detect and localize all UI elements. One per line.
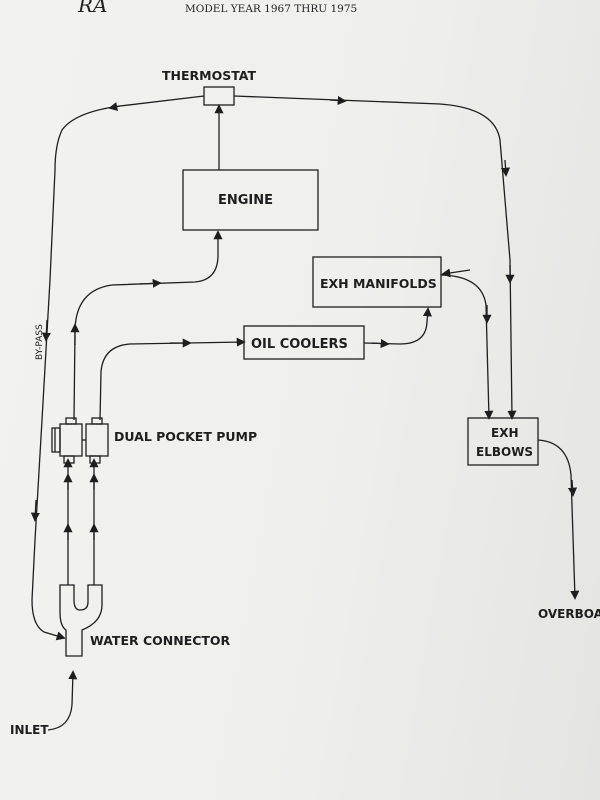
bypass-label: BY-PASS bbox=[35, 324, 45, 360]
exh-manifolds-label: EXH MANIFOLDS bbox=[320, 276, 437, 291]
exh-elbows-label-line1: EXH bbox=[491, 426, 519, 440]
water-connector-label: WATER CONNECTOR bbox=[90, 633, 231, 648]
manifolds-to-elbows-line bbox=[440, 274, 494, 420]
overboard-label: OVERBOA bbox=[538, 607, 600, 621]
manifold-side-inlet bbox=[441, 268, 471, 278]
dual-pocket-pump-label: DUAL POCKET PUMP bbox=[114, 429, 257, 444]
overboard-arrow-mid bbox=[567, 479, 578, 497]
pump-engine-arrow-right bbox=[139, 278, 162, 288]
inlet-line bbox=[47, 670, 78, 731]
engine-box bbox=[182, 169, 319, 231]
exh-elbows-box bbox=[467, 417, 539, 466]
pump-to-oilcoolers-line bbox=[99, 337, 246, 421]
exh-manifolds-box bbox=[312, 256, 442, 308]
thermostat-right-arrow bbox=[329, 95, 347, 106]
thermostat-box bbox=[203, 86, 235, 106]
thermostat-to-elbows-line bbox=[233, 95, 517, 420]
header-subtitle: MODEL YEAR 1967 THRU 1975 bbox=[185, 3, 357, 15]
water-connector-shape bbox=[59, 584, 103, 657]
elbows-to-overboard-line bbox=[537, 439, 580, 600]
exh-elbows-label-line2: ELBOWS bbox=[476, 445, 533, 459]
bypass-arrow-mid bbox=[41, 319, 51, 342]
inlet-label: INLET bbox=[10, 723, 49, 737]
bypass-arrow-low bbox=[30, 499, 40, 522]
header-fragment: RA bbox=[77, 0, 108, 17]
engine-label: ENGINE bbox=[218, 193, 273, 208]
thermostat-label: THERMOSTAT bbox=[162, 68, 256, 83]
bypass-arrow-top bbox=[108, 102, 121, 112]
pump-to-engine-line bbox=[73, 230, 223, 421]
oil-coolers-label: OIL COOLERS bbox=[251, 337, 348, 352]
right-trunk-arrow-1 bbox=[500, 159, 511, 177]
oil-manifold-arrow bbox=[371, 339, 390, 349]
dual-pocket-pump bbox=[51, 417, 109, 464]
oilcoolers-to-manifolds-line bbox=[363, 307, 432, 345]
bypass-line bbox=[31, 95, 205, 641]
